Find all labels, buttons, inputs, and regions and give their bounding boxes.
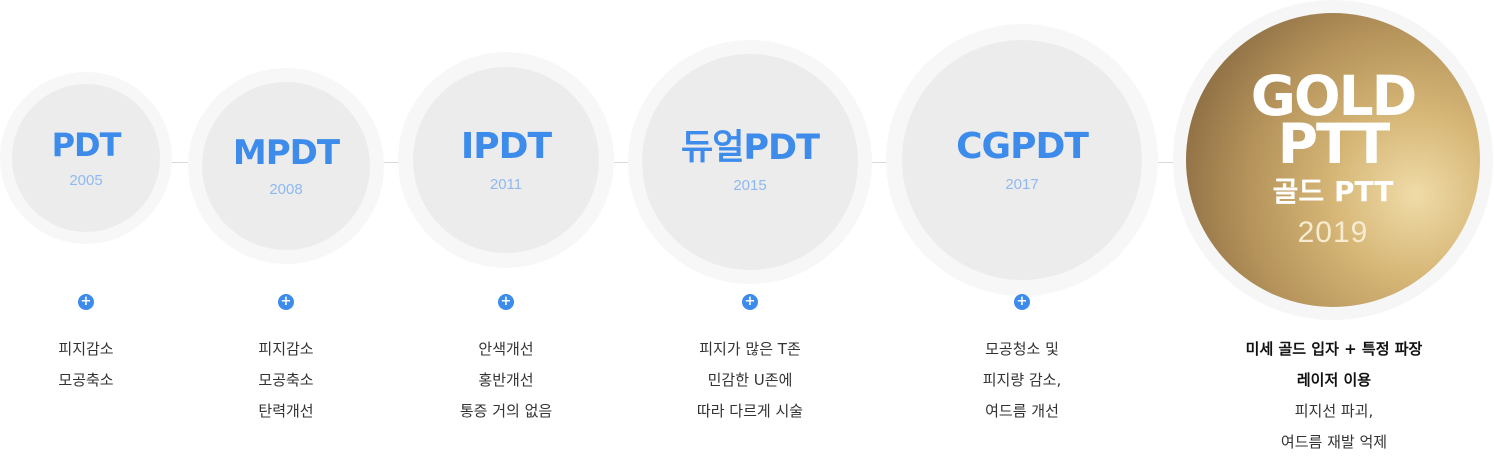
stage-cgpdt: CGPDT 2017 <box>902 40 1142 280</box>
stage-description: 피지감소 모공축소 <box>0 334 196 396</box>
gold-title: GOLD PTT <box>1250 64 1418 176</box>
stage-year: 2017 <box>1005 175 1039 193</box>
stage-description: 안색개선 홍반개선 통증 거의 없음 <box>396 334 616 427</box>
desc-line: 피지가 많은 T존 <box>699 340 801 358</box>
desc-line: 피지감소 <box>258 340 314 358</box>
stage-year: 2008 <box>269 180 303 198</box>
expand-plus-icon[interactable]: + <box>1014 294 1030 310</box>
desc-line: 피지선 파괴, <box>1294 402 1374 420</box>
stage-year: 2005 <box>69 171 103 189</box>
stage-dual-pdt: 듀얼PDT 2015 <box>642 54 858 270</box>
expand-plus-icon[interactable]: + <box>278 294 294 310</box>
stage-name: PDT <box>51 125 122 164</box>
stage-description: 피지감소 모공축소 탄력개선 <box>176 334 396 427</box>
stage-gold-ptt: GOLD PTT 골드 PTT 2019 <box>1186 13 1480 307</box>
desc-line: 피지감소 <box>58 340 114 358</box>
gold-subtitle: 골드 PTT <box>1272 175 1394 208</box>
stage-description: 피지가 많은 T존 민감한 U존에 따라 다르게 시술 <box>640 334 860 427</box>
stage-description: 모공청소 및 피지량 감소, 여드름 개선 <box>912 334 1132 427</box>
desc-line: 피지량 감소, <box>982 371 1062 389</box>
expand-plus-icon[interactable]: + <box>78 294 94 310</box>
desc-line: 따라 다르게 시술 <box>696 402 804 420</box>
stage-name: CGPDT <box>956 125 1089 167</box>
desc-line: 모공축소 <box>58 371 114 389</box>
stage-name: IPDT <box>460 125 552 167</box>
desc-line: 모공축소 <box>258 371 314 389</box>
stage-ipdt: IPDT 2011 <box>413 67 599 253</box>
stage-name: MPDT <box>232 132 340 173</box>
stage-year: 2011 <box>489 175 523 193</box>
desc-line: 홍반개선 <box>478 371 534 389</box>
desc-line: 통증 거의 없음 <box>459 402 553 420</box>
expand-plus-icon[interactable]: + <box>742 294 758 310</box>
desc-line-strong: 미세 골드 입자 + 특정 파장 <box>1245 340 1423 358</box>
gold-description: 미세 골드 입자 + 특정 파장 레이저 이용 피지선 파괴, 여드름 재발 억… <box>1219 334 1449 458</box>
expand-plus-icon[interactable]: + <box>498 294 514 310</box>
desc-line: 여드름 개선 <box>985 402 1059 420</box>
desc-line: 안색개선 <box>478 340 534 358</box>
gold-year: 2019 <box>1297 216 1369 249</box>
desc-line: 탄력개선 <box>258 402 314 420</box>
stage-pdt: PDT 2005 <box>12 84 160 232</box>
desc-line: 여드름 재발 억제 <box>1280 433 1388 451</box>
stage-name: 듀얼PDT <box>681 128 820 168</box>
desc-line-strong: 레이저 이용 <box>1296 371 1372 389</box>
stage-year: 2015 <box>733 177 767 194</box>
desc-line: 모공청소 및 <box>985 340 1059 358</box>
desc-line: 민감한 U존에 <box>707 371 793 389</box>
stage-mpdt: MPDT 2008 <box>202 82 370 250</box>
